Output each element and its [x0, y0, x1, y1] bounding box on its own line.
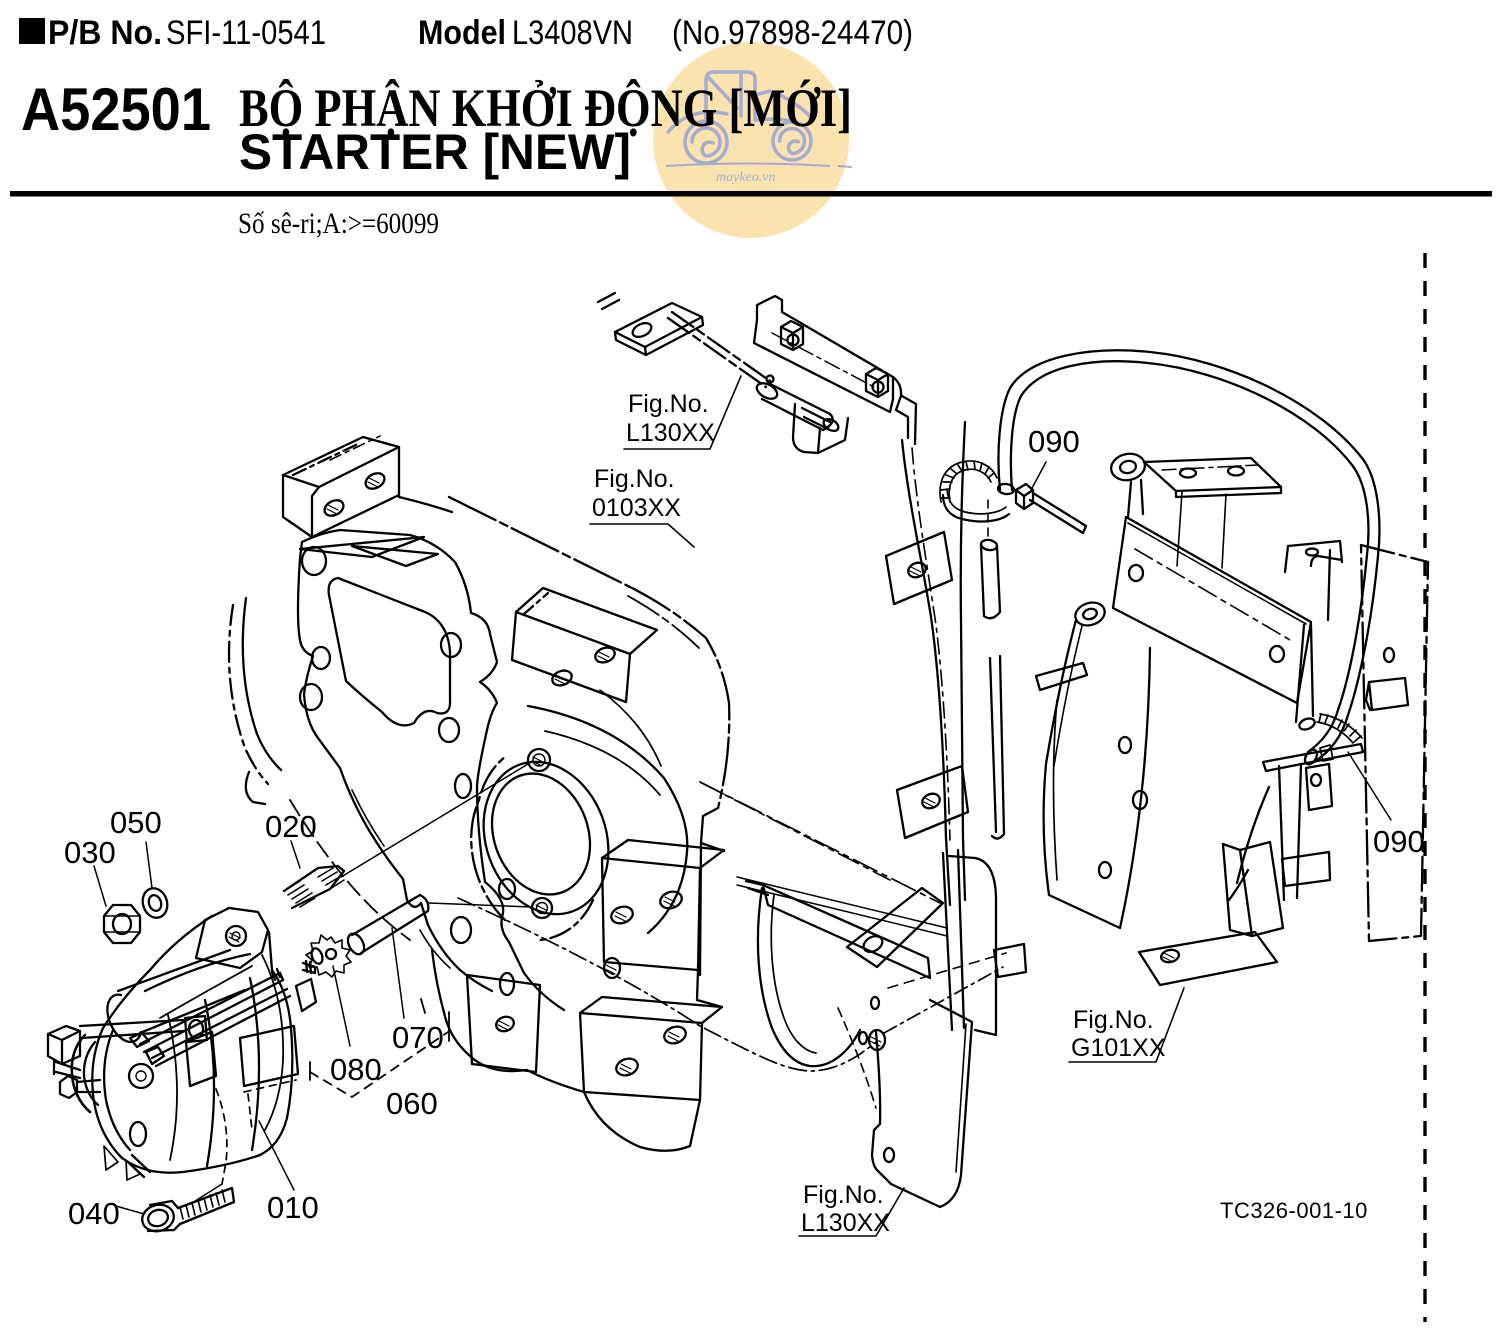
svg-text:SFI-11-0541: SFI-11-0541: [166, 14, 326, 52]
svg-text:050: 050: [110, 805, 162, 840]
svg-text:0103XX: 0103XX: [592, 494, 681, 522]
svg-text:070: 070: [392, 1020, 444, 1055]
svg-text:080: 080: [330, 1052, 382, 1087]
svg-text:BỘ PHẬN KHỞI ĐỘNG [MỚI]: BỘ PHẬN KHỞI ĐỘNG [MỚI]: [239, 78, 852, 138]
svg-text:P/B No.: P/B No.: [48, 14, 162, 52]
svg-text:Fig.No.: Fig.No.: [1073, 1006, 1154, 1034]
svg-text:Fig.No.: Fig.No.: [628, 390, 709, 418]
svg-text:Số sê-ri;A:>=60099: Số sê-ri;A:>=60099: [238, 207, 439, 240]
svg-text:L3408VN: L3408VN: [512, 14, 633, 52]
svg-text:020: 020: [265, 809, 317, 844]
svg-text:090: 090: [1373, 824, 1425, 859]
svg-text:Fig.No.: Fig.No.: [594, 465, 675, 493]
svg-text:Fig.No.: Fig.No.: [803, 1181, 884, 1209]
svg-text:A52501: A52501: [21, 76, 211, 143]
svg-text:L130XX: L130XX: [626, 419, 715, 447]
svg-text:G101XX: G101XX: [1071, 1034, 1166, 1062]
svg-text:040: 040: [68, 1196, 120, 1231]
svg-text:030: 030: [64, 835, 116, 870]
svg-text:(No.97898-24470): (No.97898-24470): [672, 14, 913, 52]
svg-text:maykeo.vn: maykeo.vn: [716, 170, 775, 185]
svg-text:STARTER [NEW]: STARTER [NEW]: [239, 124, 631, 180]
svg-text:090: 090: [1028, 424, 1080, 459]
svg-text:TC326-001-10: TC326-001-10: [1220, 1198, 1368, 1223]
svg-text:060: 060: [386, 1086, 438, 1121]
svg-text:L130XX: L130XX: [801, 1209, 890, 1237]
svg-text:Model: Model: [418, 14, 506, 52]
svg-text:010: 010: [267, 1190, 319, 1225]
